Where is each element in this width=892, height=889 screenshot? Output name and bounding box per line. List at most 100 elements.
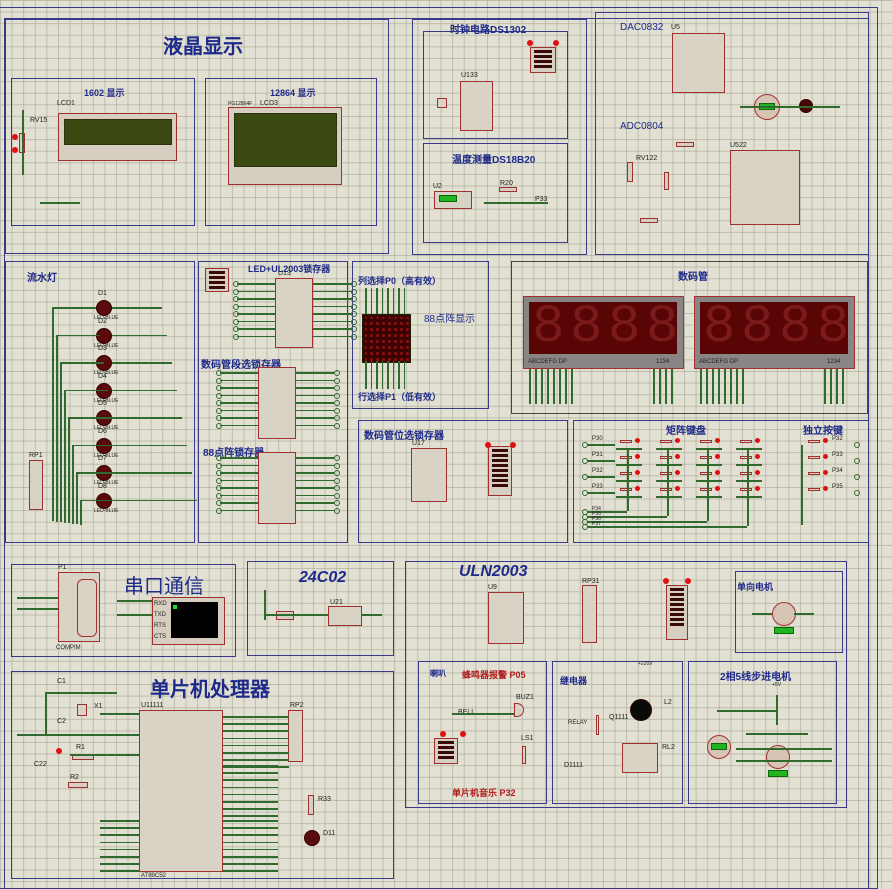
dot-latch-chip[interactable] — [258, 452, 296, 524]
wire — [22, 110, 24, 175]
l2-lamp[interactable] — [630, 699, 652, 721]
wire — [730, 369, 732, 404]
pin-terminal — [233, 288, 239, 295]
ds1302-chip[interactable] — [460, 81, 493, 131]
key-button[interactable] — [620, 488, 632, 491]
matrix-dot — [399, 334, 403, 337]
uln2003-chip[interactable] — [488, 592, 524, 644]
led-label: D6 — [98, 427, 107, 435]
rp31-resistor-pack[interactable] — [582, 585, 597, 643]
dac0832-chip[interactable] — [672, 33, 725, 93]
wire — [365, 361, 367, 389]
dac-title: DAC0832 — [620, 22, 664, 33]
ls1-speaker[interactable] — [522, 746, 526, 764]
wire — [100, 870, 139, 872]
seg-latch-chip[interactable] — [258, 367, 296, 439]
independent-key[interactable] — [808, 456, 820, 459]
db9-connector[interactable] — [58, 572, 100, 642]
d11-led — [304, 830, 320, 846]
lcd1602-display[interactable] — [58, 113, 177, 161]
d11-label: D11 — [323, 830, 336, 837]
r122-resistor — [640, 218, 658, 223]
wire — [237, 335, 275, 337]
ds18b20-chip[interactable] — [434, 191, 472, 209]
seven-seg-right[interactable]: 8 8 8 8 ABCDEFG DP 1234 — [694, 296, 855, 369]
rp1-resistor-pack[interactable] — [29, 460, 43, 510]
rp2-resistor-pack[interactable] — [288, 710, 303, 762]
seven-seg-left[interactable]: 8 8 8 8 ABCDEFG DP 1234 — [523, 296, 684, 369]
key-button[interactable] — [740, 440, 752, 443]
matrix-dot — [393, 322, 397, 326]
wire — [72, 444, 116, 446]
wire — [223, 779, 278, 781]
wire — [742, 369, 744, 404]
wire — [313, 283, 351, 285]
pin-terminal — [334, 477, 340, 484]
key-button[interactable] — [700, 488, 712, 491]
key-button[interactable] — [700, 440, 712, 443]
key-button[interactable] — [700, 472, 712, 475]
pin-terminal — [216, 470, 222, 476]
music-label: 单片机音乐 P32 — [452, 788, 516, 798]
dot-matrix-display[interactable] — [362, 314, 411, 363]
key-terminal — [635, 470, 640, 475]
uln-dip-switch[interactable] — [666, 585, 688, 640]
independent-key[interactable] — [808, 440, 820, 443]
wire — [398, 288, 400, 314]
virtual-terminal[interactable] — [152, 597, 225, 645]
crystal — [437, 98, 447, 108]
reset-button-terminal — [56, 748, 62, 754]
pin-terminal — [334, 422, 340, 429]
matrix-dot — [382, 316, 385, 320]
key-button[interactable] — [620, 440, 632, 443]
pin-terminal — [233, 281, 239, 287]
dip-terminal — [460, 731, 466, 737]
wire — [296, 457, 334, 459]
clock-temp-section — [412, 19, 587, 255]
wire — [296, 379, 334, 381]
key-button[interactable] — [620, 472, 632, 475]
key-terminal — [715, 438, 720, 443]
u13-latch-chip[interactable] — [275, 278, 313, 348]
u17-decoder-chip[interactable] — [411, 448, 447, 502]
key-button[interactable] — [700, 456, 712, 459]
key-button[interactable] — [660, 456, 672, 459]
u21-eeprom-chip[interactable] — [328, 606, 362, 626]
dc-motor[interactable] — [772, 602, 796, 626]
key-button[interactable] — [620, 456, 632, 459]
wire — [220, 387, 258, 389]
key-button[interactable] — [740, 472, 752, 475]
wire — [296, 472, 334, 474]
bit-select-dip[interactable] — [488, 446, 512, 496]
wire — [752, 613, 772, 615]
pin-terminal — [216, 377, 222, 384]
led-d1[interactable] — [96, 300, 112, 316]
pin-terminal — [216, 485, 222, 491]
wire — [220, 464, 258, 466]
pin-terminal — [334, 455, 340, 461]
key-button[interactable] — [660, 472, 672, 475]
lcd12864-display[interactable] — [228, 107, 342, 185]
at89c52-mcu[interactable] — [139, 710, 223, 872]
adc0804-chip[interactable] — [730, 150, 800, 225]
buzzer[interactable] — [514, 703, 524, 717]
keypad-terminal — [854, 442, 860, 448]
independent-key[interactable] — [808, 472, 820, 475]
latch-dip-switch[interactable] — [205, 268, 229, 292]
wire — [223, 772, 278, 774]
key-button[interactable] — [660, 440, 672, 443]
wire — [296, 402, 334, 404]
key-button[interactable] — [740, 488, 752, 491]
stepper-ammeter — [707, 735, 731, 759]
x1-crystal — [77, 704, 87, 716]
key-button[interactable] — [660, 488, 672, 491]
stepper-supply: +5V — [772, 682, 782, 688]
key-button[interactable] — [740, 456, 752, 459]
rl2-relay[interactable] — [622, 743, 658, 773]
rv122-potentiometer[interactable] — [627, 162, 633, 182]
music-dip-switch[interactable] — [434, 738, 458, 764]
wire — [112, 472, 192, 474]
clock-dip-switch[interactable] — [530, 47, 556, 73]
relay-signal: RELAY — [568, 720, 588, 726]
independent-key[interactable] — [808, 488, 820, 491]
